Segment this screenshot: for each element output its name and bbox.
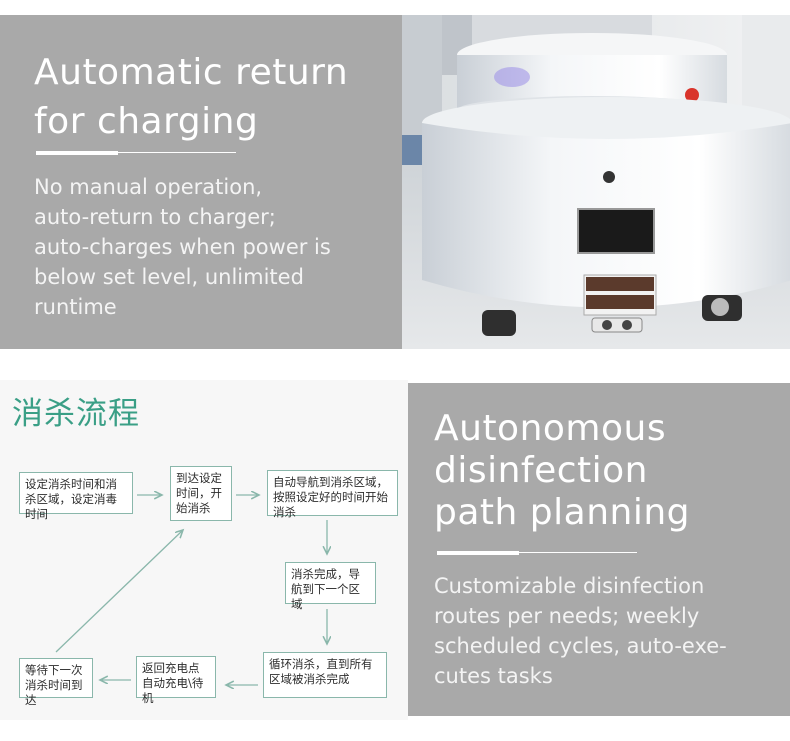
flow-step-start-at-time: 到达设定时间，开始消杀 [170, 466, 232, 521]
path-desc-line2: routes per needs; weekly [434, 604, 700, 628]
path-planning-feature-panel: Autonomous disinfection path planning Cu… [408, 383, 790, 716]
flowchart-title: 消杀流程 [12, 396, 140, 432]
charging-title-line2: for charging [34, 101, 259, 142]
robot-base-photo [402, 15, 790, 349]
flow-step-navigate-disinfect: 自动导航到消杀区域，按照设定好的时间开始消杀 [267, 470, 398, 519]
path-planning-divider [437, 551, 637, 555]
flow-step-set-time: 设定消杀时间和消杀区域，设定消毒时间 [19, 472, 133, 521]
path-title-line2: disinfection [434, 450, 649, 491]
charging-desc-line5: runtime [34, 295, 117, 319]
charging-title-line1: Automatic return [34, 52, 349, 93]
flow-step-wait-next: 等待下一次消杀时间到达 [19, 658, 93, 707]
charging-feature-title: Automatic return for charging [34, 48, 348, 146]
flow-step-return-charge: 返回充电点自动充电\待机 [136, 656, 216, 705]
path-planning-description: Customizable disinfection routes per nee… [434, 571, 779, 691]
path-desc-line1: Customizable disinfection [434, 574, 705, 598]
charging-desc-line1: No manual operation, [34, 175, 263, 199]
arrow-7-2 [55, 530, 183, 653]
charging-feature-panel: Automatic return for charging No manual … [0, 15, 402, 349]
charging-feature-description: No manual operation, auto-return to char… [34, 172, 384, 322]
charging-desc-line3: auto-charges when power is [34, 235, 331, 259]
path-title-line1: Autonomous [434, 408, 667, 449]
charging-divider [36, 151, 236, 155]
flow-step-loop-all-areas: 循环消杀，直到所有区域被消杀完成 [263, 652, 387, 698]
path-title-line3: path planning [434, 492, 691, 533]
robot-base-illustration [402, 15, 790, 349]
charging-desc-line4: below set level, unlimited [34, 265, 304, 289]
path-desc-line3: scheduled cycles, auto-exe- [434, 634, 727, 658]
path-desc-line4: cutes tasks [434, 664, 553, 688]
path-planning-feature-title: Autonomous disinfection path planning [434, 408, 690, 534]
flow-step-next-area: 消杀完成，导航到下一个区域 [285, 562, 376, 611]
charging-desc-line2: auto-return to charger; [34, 205, 276, 229]
disinfection-flowchart: 消杀流程 设定消杀时间和消杀区域，设定消毒时间 到达设定时间，开始消杀 自动导航… [0, 380, 408, 720]
